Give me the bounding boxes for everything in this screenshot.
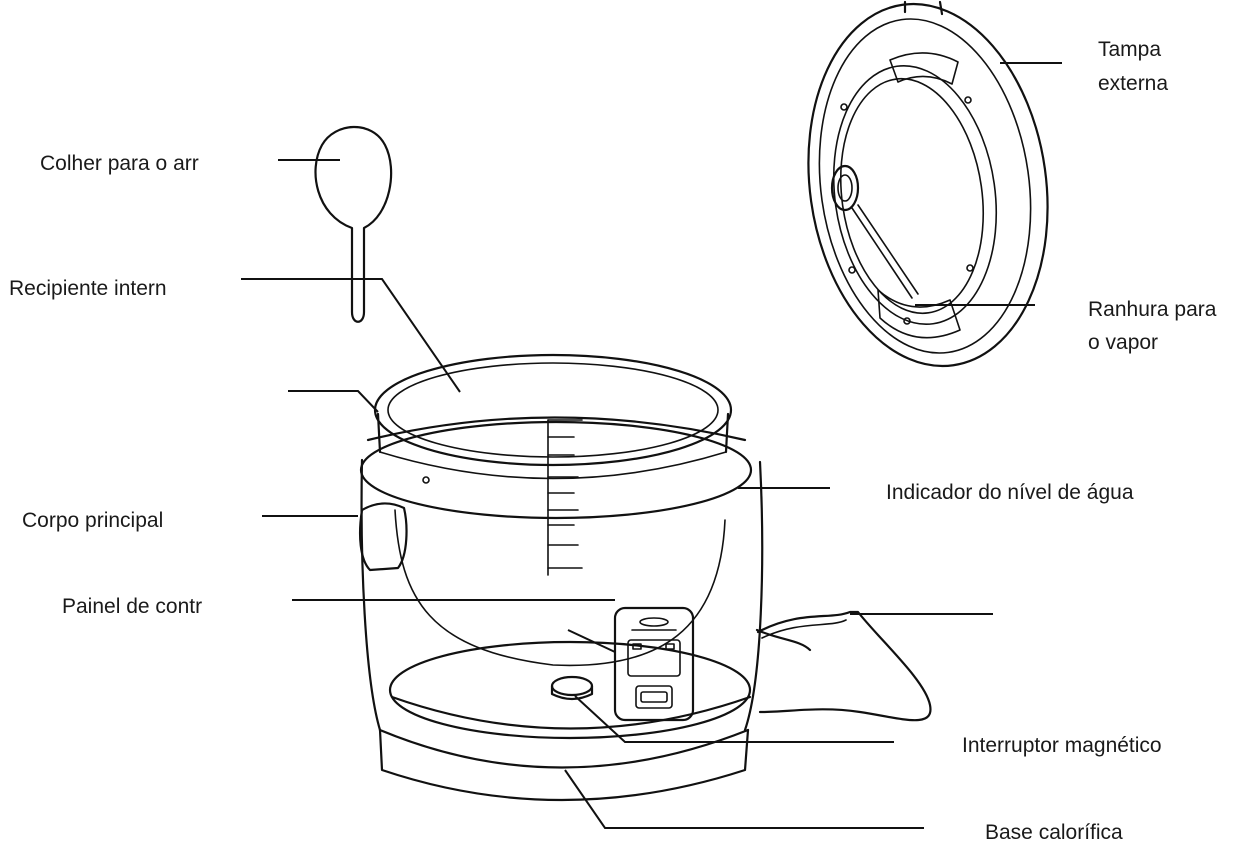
rice-spoon: [314, 125, 393, 323]
label-steam-line2: o vapor: [1088, 331, 1159, 354]
label-inner-pot: Recipiente intern: [9, 277, 167, 300]
leader-rim: [288, 390, 379, 413]
label-heating-base: Base calorífica: [985, 821, 1123, 844]
label-steam-line1: Ranhura para: [1088, 298, 1217, 321]
label-magnetic-switch: Interruptor magnético: [962, 734, 1162, 757]
outer-lid: [807, 0, 1049, 368]
power-cord: [756, 610, 932, 722]
label-body: Corpo principal: [22, 509, 164, 532]
leader-base: [564, 769, 924, 829]
leader-inner-pot: [241, 278, 461, 393]
label-lid-line2: externa: [1098, 72, 1169, 95]
leader-switch: [574, 695, 894, 743]
cooker-body: [358, 353, 812, 802]
leader-lines: [241, 62, 1062, 829]
control-panel-graphic: [613, 606, 695, 722]
leader-panel: [292, 599, 616, 653]
label-lid-line1: Tampa: [1098, 38, 1162, 61]
water-level-scale: [547, 419, 583, 576]
label-control-panel: Painel de contr: [62, 595, 203, 618]
label-spoon: Colher para o arr: [40, 152, 199, 175]
label-water-level: Indicador do nível de água: [886, 481, 1134, 504]
